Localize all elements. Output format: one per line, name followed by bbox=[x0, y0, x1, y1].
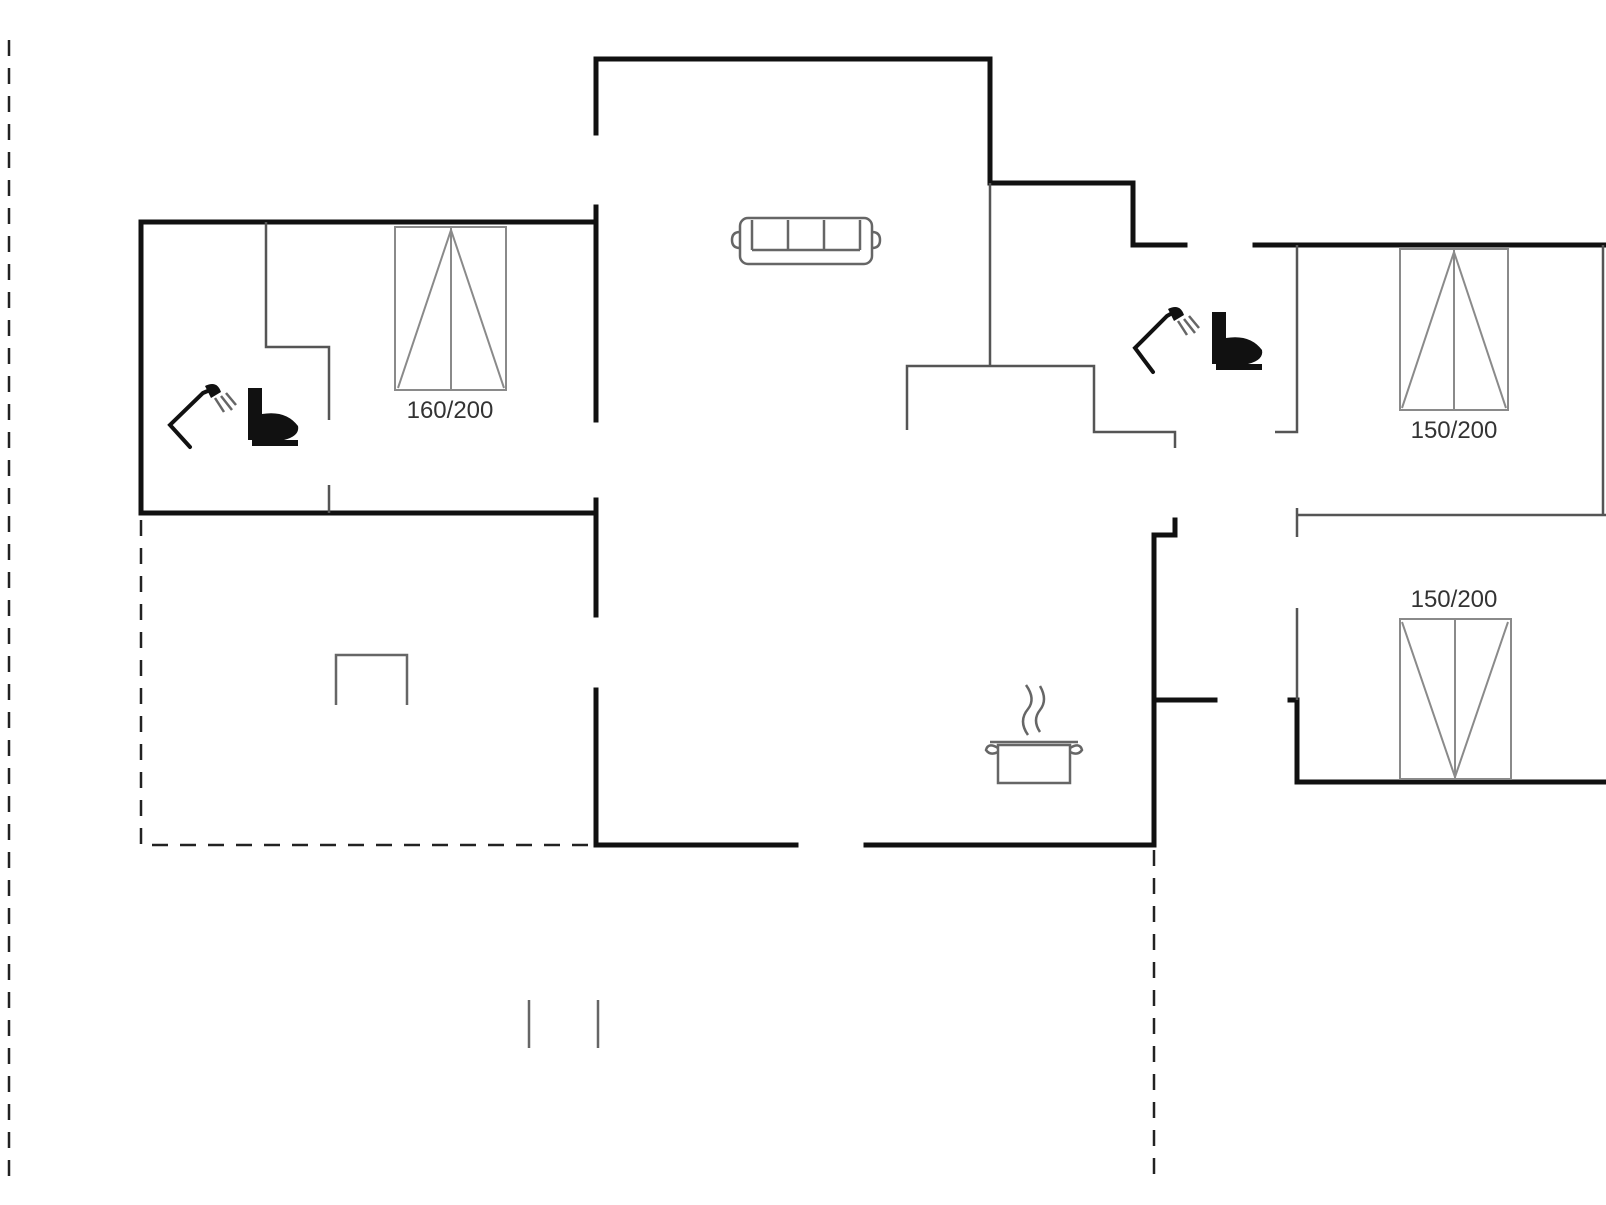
bed-size-label: 160/200 bbox=[407, 397, 494, 424]
site-boundary bbox=[7, 40, 1156, 1185]
bed-size-label: 150/200 bbox=[1411, 586, 1498, 613]
interior-walls bbox=[264, 183, 1606, 700]
shower-icon bbox=[167, 384, 237, 449]
toilet-icon bbox=[1212, 312, 1263, 370]
sofa-icon bbox=[730, 216, 882, 266]
fireplace-icon bbox=[334, 653, 409, 705]
bed-150-200-lower: 150/200 bbox=[1399, 586, 1512, 781]
exterior-walls bbox=[138, 56, 1606, 848]
bed-size-label: 150/200 bbox=[1411, 417, 1498, 444]
terrace-outline bbox=[139, 520, 594, 847]
toilet-icon bbox=[248, 388, 299, 446]
bed-150-200-upper: 150/200 bbox=[1399, 248, 1509, 444]
bed-160-200: 160/200 bbox=[394, 226, 507, 424]
stove-pot-icon bbox=[984, 684, 1084, 785]
shower-icon bbox=[1132, 307, 1200, 374]
gate-posts bbox=[527, 1000, 600, 1048]
